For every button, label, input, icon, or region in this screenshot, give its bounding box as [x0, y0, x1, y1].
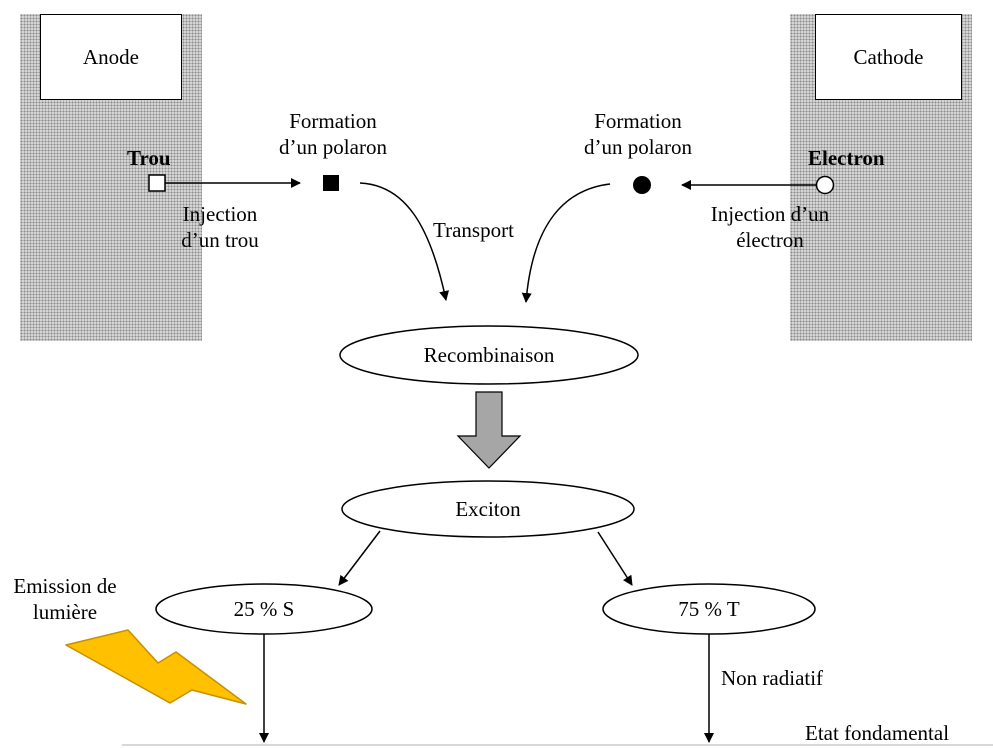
hole-injection-label: Injection d’un trou	[155, 201, 285, 253]
electron-label: Electron	[808, 146, 885, 170]
transport-label: Transport	[433, 218, 514, 242]
polaron-right-line2: d’un polaron	[584, 135, 692, 159]
cathode-label: Cathode	[853, 44, 924, 69]
electron-injection-label: Injection d’un électron	[690, 201, 850, 253]
anode-box: Anode	[40, 14, 182, 100]
polaron-formation-left: Formation d’un polaron	[253, 108, 413, 160]
hole-injection-line2: d’un trou	[181, 228, 259, 252]
anode-label: Anode	[83, 44, 139, 69]
ground-state-label: Etat fondamental	[805, 721, 950, 745]
to-triplet-arrow	[597, 531, 633, 586]
light-emission-line2: lumière	[32, 600, 98, 624]
polaron-right-line1: Formation	[594, 109, 682, 133]
hole-injection-line1: Injection	[182, 202, 258, 226]
hole-transport-arrow	[359, 182, 450, 301]
light-emission-label: Emission de lumière	[0, 573, 130, 625]
polaron-formation-right: Formation d’un polaron	[558, 108, 718, 160]
hole-label: Trou	[127, 146, 171, 170]
non-radiative-label: Non radiatif	[721, 666, 824, 690]
light-emission-line1: Emission de	[13, 574, 117, 598]
singlet-label: 25 % S	[233, 597, 295, 621]
polaron-left-line2: d’un polaron	[279, 135, 387, 159]
electron-injection-line1: Injection d’un	[710, 202, 830, 226]
recombination-ellipse	[339, 325, 639, 385]
triplet-label: 75 % T	[678, 597, 740, 621]
hole-square-icon	[148, 174, 166, 192]
hole-polaron-square-icon	[323, 175, 339, 191]
electron-transport-arrow	[521, 183, 611, 303]
recombination-label: Recombinaison	[423, 343, 555, 367]
recombination-to-exciton-arrow	[456, 391, 522, 469]
exciton-ellipse	[341, 480, 635, 538]
lightning-icon	[65, 629, 247, 705]
to-singlet-arrow	[338, 530, 381, 586]
electron-injection-line2: électron	[736, 228, 804, 252]
exciton-label: Exciton	[455, 497, 521, 521]
electron-circle-icon	[815, 175, 835, 195]
polaron-left-line1: Formation	[289, 109, 377, 133]
electron-polaron-circle-icon	[633, 176, 651, 194]
cathode-box: Cathode	[815, 14, 962, 100]
